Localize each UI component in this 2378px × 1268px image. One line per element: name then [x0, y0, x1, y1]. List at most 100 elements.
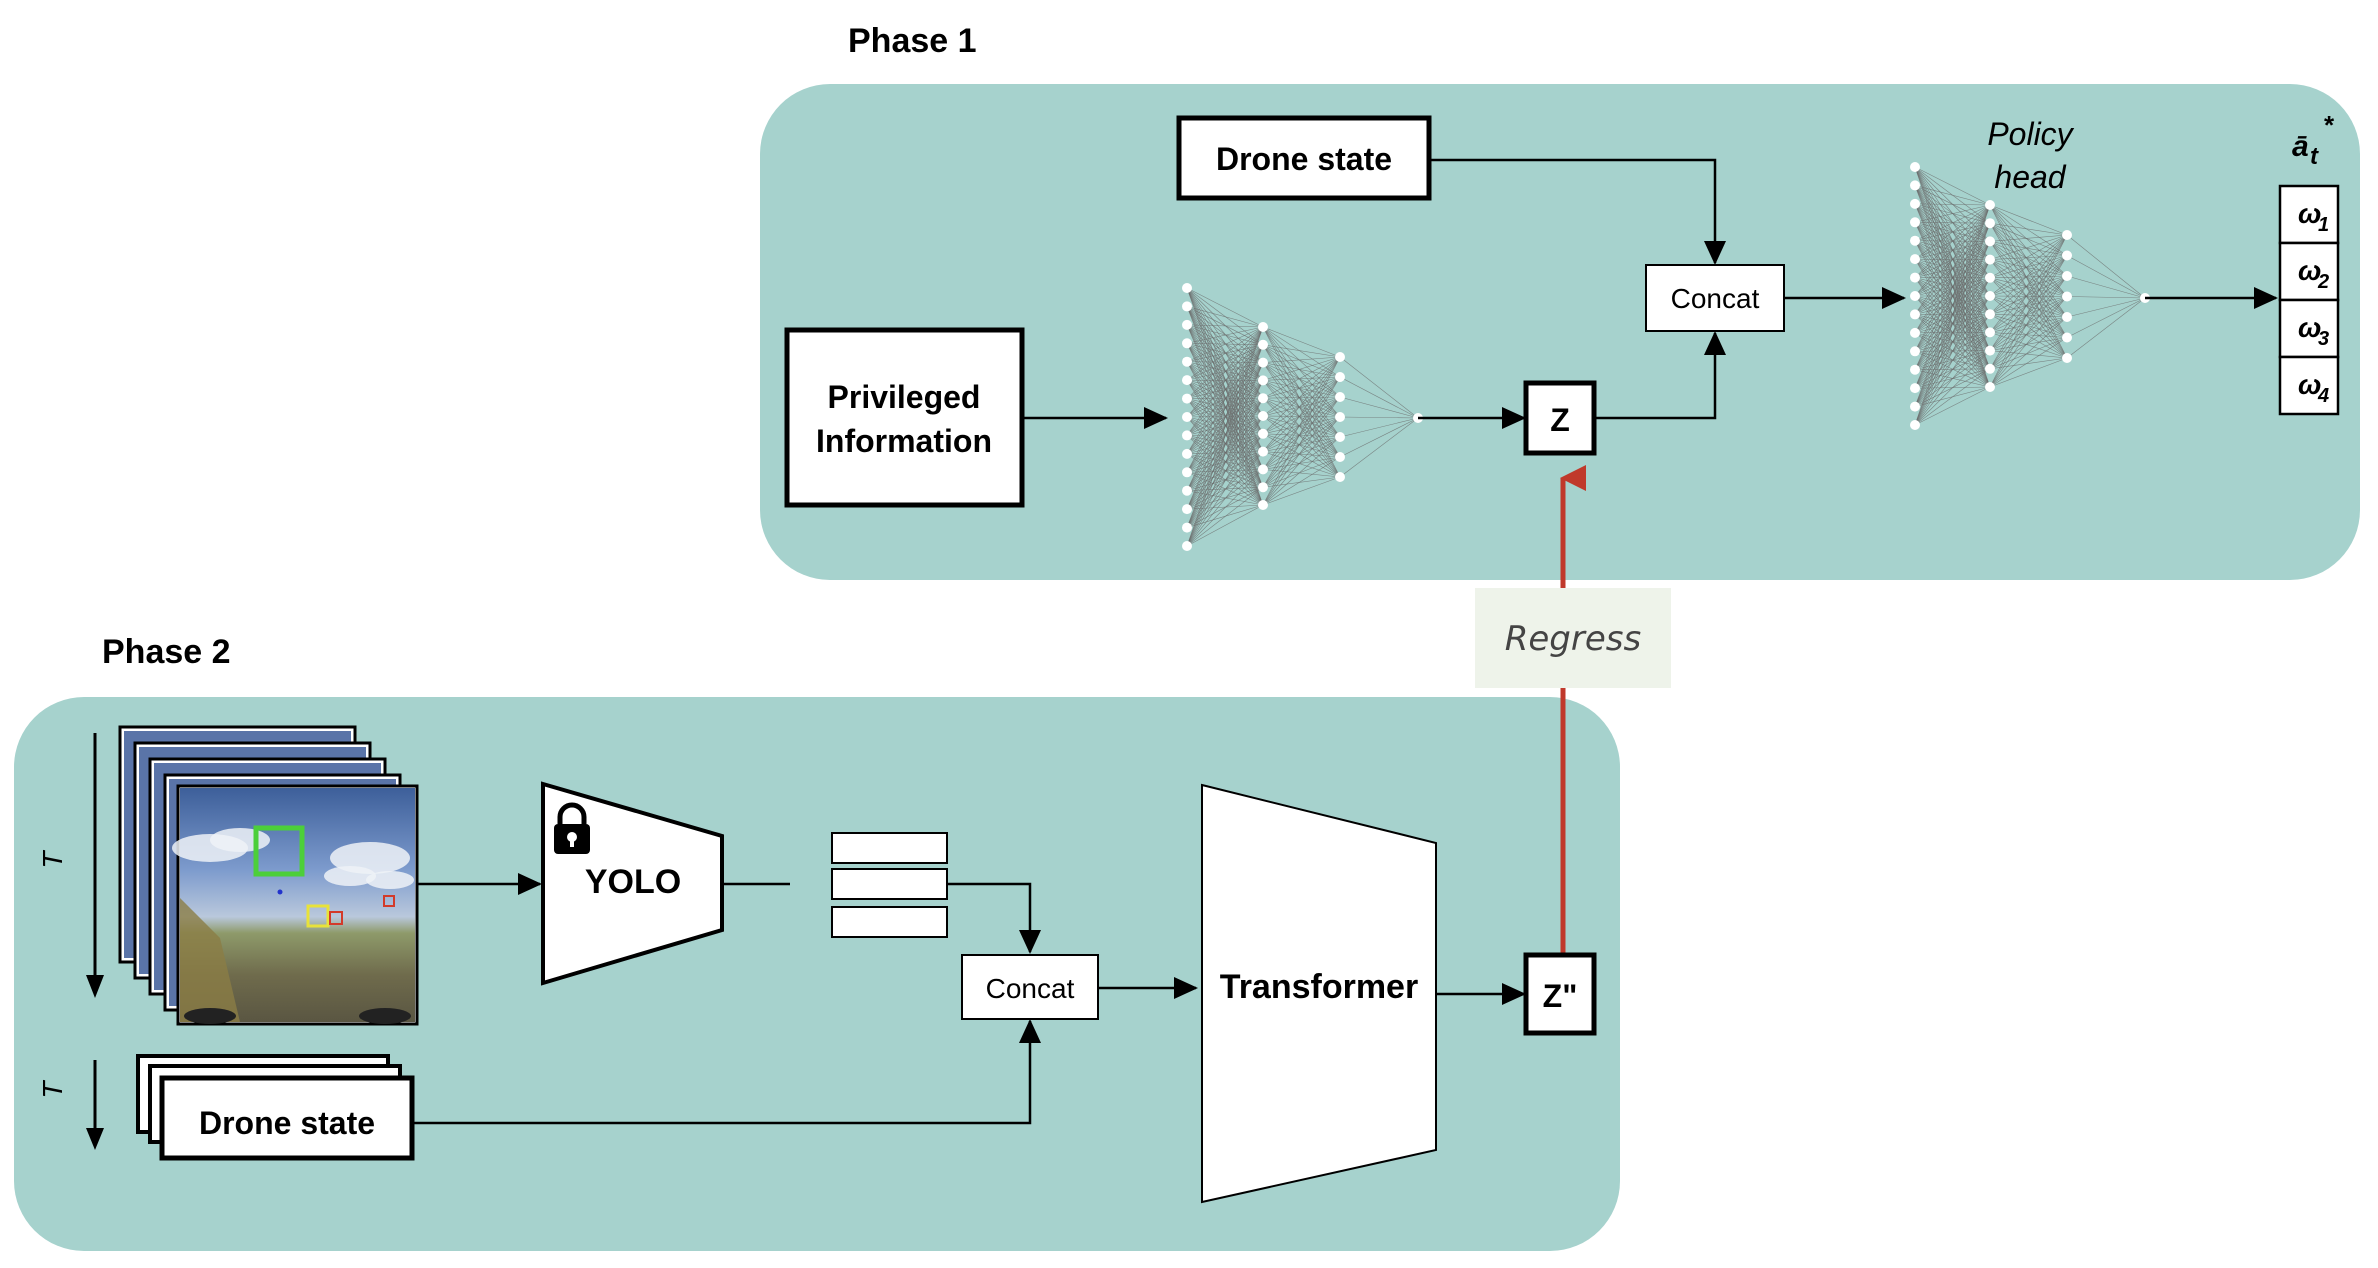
network-edge [1989, 313, 2068, 359]
network-edge [1914, 204, 1991, 297]
regress-box: Regress [1475, 588, 1671, 688]
network-edge [1989, 204, 2068, 338]
network-edge [1262, 344, 1341, 438]
network-node [1985, 309, 1995, 320]
network-edge [1989, 259, 2068, 297]
network-edge [1989, 204, 2068, 236]
drone-prop-right [359, 1008, 411, 1024]
network-node [1182, 375, 1192, 386]
network-edge [1186, 324, 1264, 381]
yolo-label: YOLO [585, 863, 681, 901]
network-edge [1262, 456, 1341, 488]
network-edge [1262, 456, 1341, 470]
network-edge [1914, 185, 1991, 206]
network-edge [1989, 332, 2068, 338]
action-output-4: ω4 [2278, 355, 2340, 416]
phase1-concat-label: Concat [1671, 283, 1760, 314]
action-output-3: ω3 [2278, 298, 2340, 359]
network-edge [1989, 296, 2068, 388]
network-edge [1989, 275, 2068, 333]
network-node [1985, 218, 1995, 229]
action-output-subscript: 1 [2318, 214, 2329, 236]
network-edge [1989, 241, 2068, 277]
network-node [1985, 382, 1995, 392]
network-edge [1339, 417, 1419, 438]
network-edge [1262, 396, 1341, 470]
action-output-2: ω2 [2278, 241, 2340, 302]
action-output-symbol: ω [2298, 198, 2321, 229]
phase2-title: Phase 2 [102, 633, 231, 671]
network-edge [1989, 296, 2068, 351]
network-edge [1186, 324, 1264, 363]
network-edge [1262, 415, 1341, 438]
network-edge [1262, 436, 1341, 488]
action-output-1: ω1 [2278, 184, 2340, 245]
network-edge [1989, 222, 2068, 297]
network-edge [1914, 204, 1991, 223]
network-edge [1262, 344, 1341, 378]
phase1-concat-box: Concat [1645, 264, 1785, 332]
network-node [1258, 482, 1268, 493]
network-edge [1914, 314, 1991, 426]
network-edge [1186, 306, 1264, 363]
network-edge [1989, 234, 2068, 351]
detection-tokens [831, 832, 948, 938]
network-edge [1339, 417, 1419, 478]
network-edge [1186, 380, 1264, 547]
network-node [1985, 291, 1995, 301]
network-node [1910, 383, 1920, 394]
phase2-drone-state-label: Drone state [199, 1105, 375, 1141]
network-edge [1989, 295, 2068, 318]
network-edge [1186, 326, 1264, 510]
network-node [1910, 364, 1920, 375]
network-node [1910, 327, 1920, 338]
network-edge [1186, 344, 1264, 547]
network-edge [1262, 436, 1341, 506]
network-edge [1914, 204, 1991, 241]
network-edge [1186, 326, 1264, 362]
network-node [1258, 339, 1268, 350]
network-edge [1186, 343, 1264, 399]
network-edge [1989, 234, 2068, 279]
network-edge [1989, 241, 2068, 297]
network-edge [1262, 416, 1341, 435]
action-output-box [2278, 298, 2340, 359]
network-edge [1262, 396, 1341, 435]
drone-prop-left [184, 1008, 236, 1024]
network-edge [1914, 204, 1991, 407]
latent-z-box: Z [1523, 380, 1597, 456]
network-edge [1262, 356, 1341, 381]
network-edge [1989, 313, 2068, 318]
network-edge [1989, 255, 2068, 279]
network-node [1258, 500, 1268, 510]
network-edge [1262, 376, 1341, 470]
network-node [1182, 338, 1192, 349]
network-edge [1262, 476, 1341, 488]
network-edge [1262, 396, 1341, 399]
network-node [1182, 504, 1192, 515]
network-node [1182, 485, 1192, 496]
network-edge [1989, 277, 2068, 318]
detection-box-red [329, 911, 343, 925]
network-node [1910, 420, 1920, 430]
network-edge [1186, 306, 1264, 328]
network-edge [1186, 469, 1264, 547]
network-edge [1186, 326, 1264, 344]
camera-frame-stack [118, 725, 419, 1026]
network-edge [1186, 326, 1264, 399]
network-node [1335, 372, 1345, 382]
network-edge [2066, 234, 2146, 299]
network-edge [1262, 356, 1341, 435]
network-edge [1989, 234, 2068, 388]
latent-z-hat-box: Z" [1523, 952, 1597, 1036]
network-edge [1262, 380, 1341, 398]
arrow-drone-state-to-concat2 [412, 1019, 1041, 1125]
time-label-drone-state: T [37, 1080, 68, 1099]
network-node [1910, 401, 1920, 412]
network-edge [1262, 436, 1341, 470]
network-edge [1989, 337, 2068, 370]
network-edge [2066, 297, 2146, 318]
network-edge [1989, 259, 2068, 318]
action-output-symbol: ω [2298, 255, 2321, 286]
network-edge [1186, 486, 1264, 547]
